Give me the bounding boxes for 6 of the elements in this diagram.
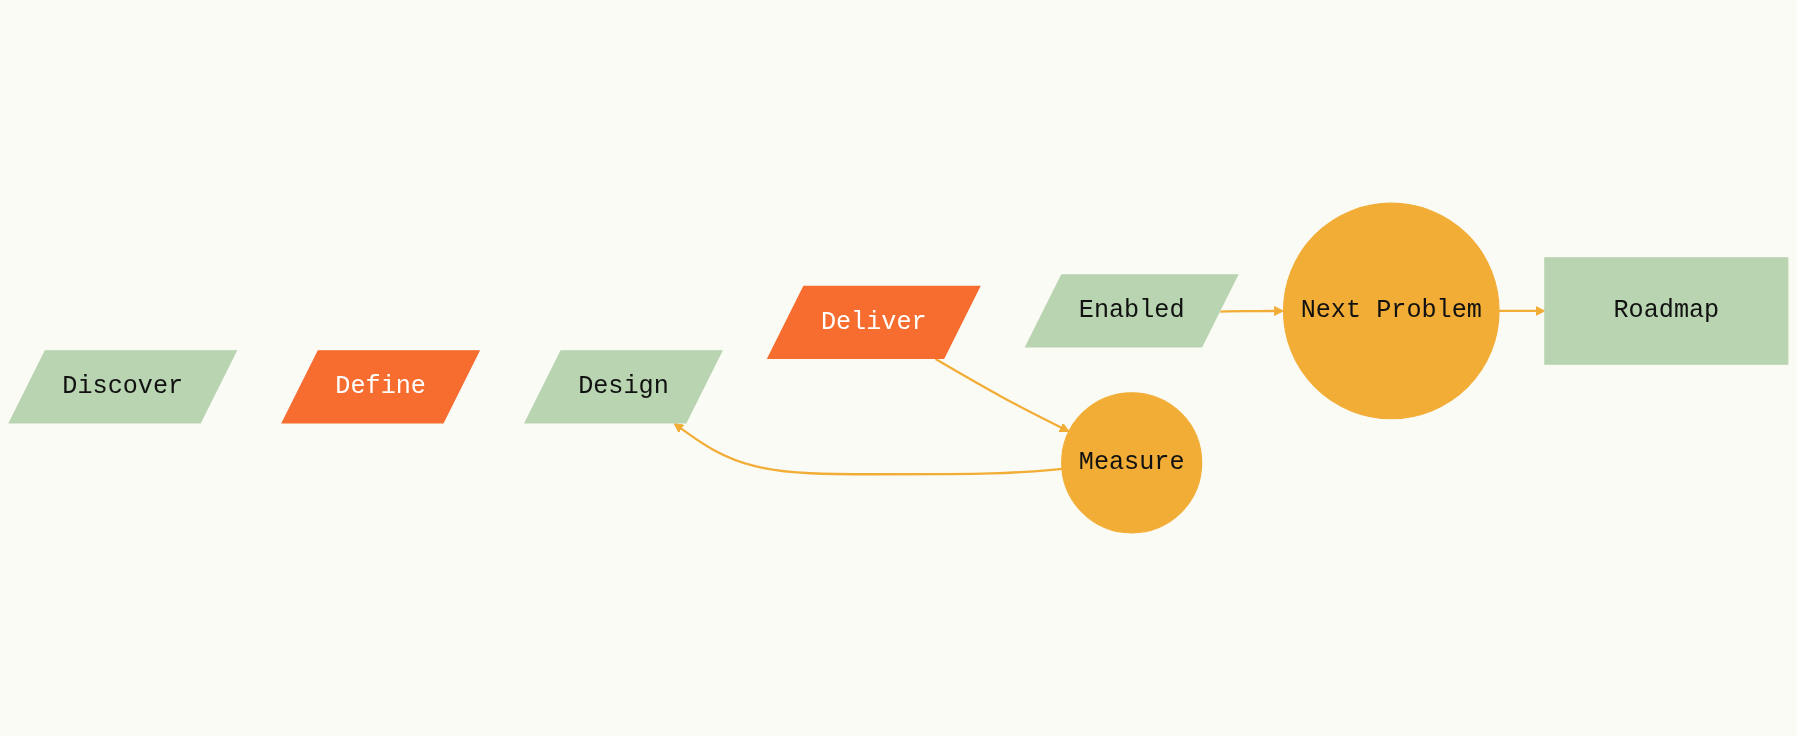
node-circle: Next Problem [1282, 202, 1500, 420]
arrow [1220, 305, 1284, 316]
node-circle: Measure [1061, 392, 1203, 534]
arrow [935, 358, 1070, 432]
arrow [673, 423, 1062, 476]
node-box: Roadmap [1544, 257, 1789, 365]
